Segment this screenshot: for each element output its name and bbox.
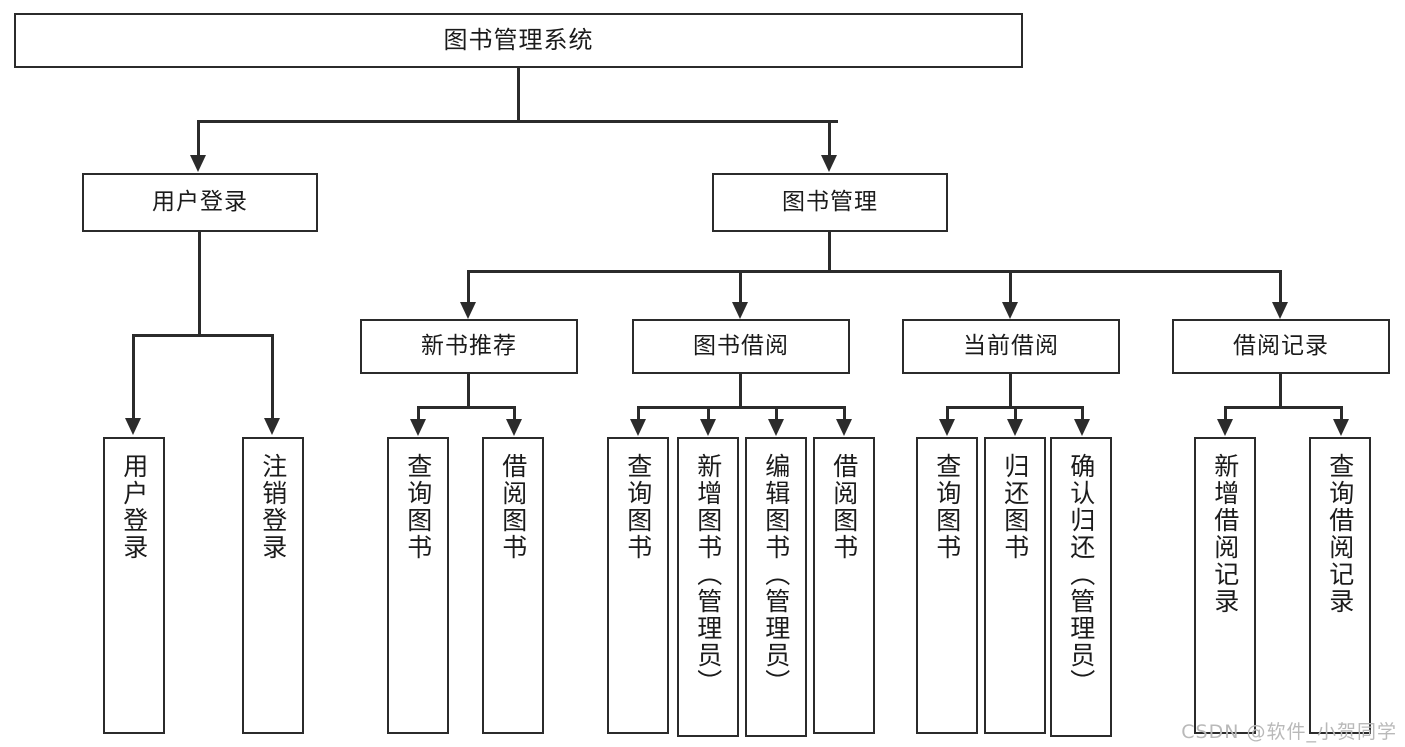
node-label: 用户登录: [152, 188, 248, 215]
arrow-cb-to-leaf-1: [939, 419, 955, 436]
node-label: 确认归还（管理员）: [1066, 453, 1096, 696]
node-leaf-br-add-record[interactable]: 新增借阅记录: [1194, 437, 1256, 734]
node-label: 查询图书: [403, 453, 433, 561]
node-label: 编辑图书（管理员）: [761, 453, 791, 696]
node-label: 借阅图书: [829, 453, 859, 561]
connector-bb-to-leaf-1: [637, 406, 640, 420]
connector-borrow-record-stem: [1279, 374, 1282, 408]
connector-br-to-leaf-2: [1340, 406, 1343, 420]
arrow-root-to-book-manage: [821, 155, 837, 172]
node-leaf-bb-add-book[interactable]: 新增图书（管理员）: [677, 437, 739, 737]
connector-bm-to-book-borrow: [739, 270, 742, 303]
node-leaf-bb-query-book[interactable]: 查询图书: [607, 437, 669, 734]
node-label: 图书借阅: [693, 332, 789, 359]
node-label: 借阅图书: [498, 453, 528, 561]
node-label: 归还图书: [1000, 453, 1030, 561]
connector-borrow-record-bar: [1224, 406, 1343, 409]
connector-new-book-rec-stem: [467, 374, 470, 408]
arrow-root-to-user-login: [190, 155, 206, 172]
arrow-cb-to-leaf-3: [1074, 419, 1090, 436]
connector-root-to-book-manage: [828, 120, 831, 156]
node-leaf-cb-confirm-return[interactable]: 确认归还（管理员）: [1050, 437, 1112, 737]
node-leaf-cb-return-book[interactable]: 归还图书: [984, 437, 1046, 734]
node-leaf-bb-edit-book[interactable]: 编辑图书（管理员）: [745, 437, 807, 737]
arrow-user-login-to-leaf-1: [125, 418, 141, 435]
connector-bb-to-leaf-4: [843, 406, 846, 420]
node-label: 借阅记录: [1233, 332, 1329, 359]
node-user-login[interactable]: 用户登录: [82, 173, 318, 232]
node-borrow-record[interactable]: 借阅记录: [1172, 319, 1390, 374]
node-root-system[interactable]: 图书管理系统: [14, 13, 1023, 68]
arrow-bb-to-leaf-4: [836, 419, 852, 436]
node-label: 查询借阅记录: [1325, 453, 1355, 615]
node-leaf-br-query-record[interactable]: 查询借阅记录: [1309, 437, 1371, 734]
node-leaf-rec-borrow-book[interactable]: 借阅图书: [482, 437, 544, 734]
connector-br-to-leaf-1: [1224, 406, 1227, 420]
arrow-bb-to-leaf-3: [768, 419, 784, 436]
connector-user-login-to-leaf-2: [271, 334, 274, 419]
arrow-cb-to-leaf-2: [1007, 419, 1023, 436]
connector-root-to-user-login: [197, 120, 200, 156]
connector-book-borrow-bar: [637, 406, 844, 409]
connector-cb-to-leaf-1: [946, 406, 949, 420]
connector-current-borrow-stem: [1009, 374, 1012, 408]
connector-bb-to-leaf-3: [775, 406, 778, 420]
arrow-nbr-to-leaf-2: [506, 419, 522, 436]
connector-book-borrow-stem: [739, 374, 742, 408]
arrow-bm-to-borrow-record: [1272, 302, 1288, 319]
connector-bm-to-new-book-rec: [467, 270, 470, 303]
connector-book-manage-bar: [467, 270, 1282, 273]
connector-nbr-to-leaf-2: [513, 406, 516, 420]
node-book-borrow[interactable]: 图书借阅: [632, 319, 850, 374]
node-book-manage[interactable]: 图书管理: [712, 173, 948, 232]
arrow-user-login-to-leaf-2: [264, 418, 280, 435]
connector-cb-to-leaf-2: [1014, 406, 1017, 420]
connector-user-login-stem: [198, 232, 201, 336]
node-label: 查询图书: [932, 453, 962, 561]
arrow-nbr-to-leaf-1: [410, 419, 426, 436]
node-label: 图书管理系统: [443, 26, 594, 55]
arrow-bm-to-book-borrow: [732, 302, 748, 319]
node-label: 新书推荐: [421, 332, 517, 359]
connector-user-login-bar: [132, 334, 274, 337]
node-label: 用户登录: [119, 453, 149, 561]
node-label: 新增借阅记录: [1210, 453, 1240, 615]
connector-book-manage-stem: [828, 232, 831, 272]
node-label: 注销登录: [258, 453, 288, 561]
arrow-bm-to-new-book-rec: [460, 302, 476, 319]
connector-root-bar: [197, 120, 838, 123]
node-new-book-recommend[interactable]: 新书推荐: [360, 319, 578, 374]
node-leaf-cb-query-book[interactable]: 查询图书: [916, 437, 978, 734]
connector-user-login-to-leaf-1: [132, 334, 135, 419]
node-leaf-rec-query-book[interactable]: 查询图书: [387, 437, 449, 734]
connector-root-stem: [517, 68, 520, 120]
connector-cb-to-leaf-3: [1081, 406, 1084, 420]
arrow-bb-to-leaf-1: [630, 419, 646, 436]
node-leaf-bb-borrow-book[interactable]: 借阅图书: [813, 437, 875, 734]
arrow-bb-to-leaf-2: [700, 419, 716, 436]
connector-bb-to-leaf-2: [707, 406, 710, 420]
node-current-borrow[interactable]: 当前借阅: [902, 319, 1120, 374]
node-label: 图书管理: [782, 188, 878, 215]
node-label: 当前借阅: [963, 332, 1059, 359]
node-leaf-user-login[interactable]: 用户登录: [103, 437, 165, 734]
connector-bm-to-current-borrow: [1009, 270, 1012, 303]
node-label: 新增图书（管理员）: [693, 453, 723, 696]
arrow-br-to-leaf-1: [1217, 419, 1233, 436]
arrow-br-to-leaf-2: [1333, 419, 1349, 436]
node-leaf-logout-login[interactable]: 注销登录: [242, 437, 304, 734]
connector-nbr-to-leaf-1: [417, 406, 420, 420]
arrow-bm-to-current-borrow: [1002, 302, 1018, 319]
connector-new-book-rec-bar: [417, 406, 516, 409]
connector-bm-to-borrow-record: [1279, 270, 1282, 303]
node-label: 查询图书: [623, 453, 653, 561]
